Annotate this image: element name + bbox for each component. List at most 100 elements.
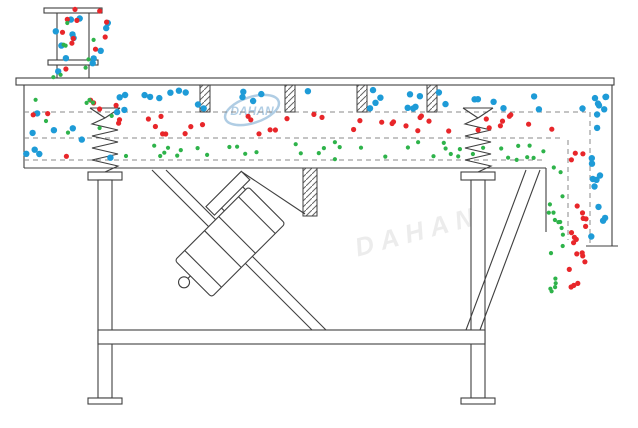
particle	[531, 155, 536, 160]
watermark-brand-text: DAHAN	[230, 104, 274, 118]
particle	[490, 98, 497, 106]
particle	[579, 210, 586, 216]
brace-right-inner	[465, 169, 527, 331]
particle	[145, 116, 151, 122]
particle	[591, 183, 598, 190]
particle	[123, 153, 129, 159]
particle-group-inlet-zone-large	[23, 108, 121, 161]
particle-group-discharge-medium	[566, 150, 589, 290]
right-spring-base	[460, 171, 496, 181]
particle	[506, 155, 511, 160]
particle	[36, 150, 43, 158]
particle	[116, 94, 123, 101]
particle	[72, 6, 78, 12]
particle	[446, 128, 452, 134]
motor-mount-strut	[241, 171, 306, 215]
particle	[588, 233, 595, 240]
particle	[104, 19, 110, 25]
particle	[571, 282, 577, 288]
particle	[70, 35, 76, 42]
particle	[337, 145, 342, 150]
particle	[84, 100, 89, 105]
particle	[64, 16, 70, 22]
particle	[86, 57, 91, 62]
particle	[235, 144, 240, 149]
particle	[416, 140, 421, 145]
particle	[366, 105, 374, 112]
particle	[486, 125, 492, 131]
particle	[435, 89, 443, 96]
particle	[194, 101, 202, 108]
particle	[103, 24, 110, 32]
foot-right	[460, 397, 496, 405]
left-spring-base	[87, 171, 123, 181]
particle	[141, 91, 148, 99]
particle	[441, 140, 446, 145]
particle	[541, 149, 546, 154]
particle	[593, 111, 601, 118]
watermark-logo: DAHAN	[223, 93, 281, 127]
particle	[499, 118, 506, 124]
particle	[116, 117, 123, 123]
leg-left	[97, 179, 113, 399]
particle	[52, 28, 59, 35]
particle	[412, 103, 419, 111]
particle	[182, 131, 188, 137]
particle	[457, 147, 462, 152]
right-spring-mount	[462, 107, 494, 119]
motor-endcap-right	[238, 196, 276, 234]
particle	[254, 150, 259, 155]
particle	[601, 106, 608, 113]
watermark-swoosh	[223, 93, 281, 127]
particle	[167, 89, 174, 96]
particle	[23, 150, 30, 157]
left-spring	[87, 107, 123, 181]
particle	[580, 151, 586, 157]
particle	[175, 87, 183, 94]
particle	[156, 94, 163, 102]
rib-2	[284, 84, 296, 113]
particle	[91, 37, 96, 43]
particle	[443, 146, 448, 151]
particle	[249, 97, 257, 105]
particle	[227, 144, 232, 150]
particle	[553, 285, 558, 290]
particle	[579, 105, 586, 112]
motor-endcap-left	[184, 250, 222, 288]
particle	[551, 210, 556, 215]
particle	[571, 234, 578, 240]
motor-divider-2	[218, 216, 256, 254]
particle	[403, 123, 409, 129]
particle	[311, 111, 317, 117]
support-ribs	[199, 84, 438, 113]
right-spring-coil	[463, 117, 493, 173]
particle	[546, 210, 551, 215]
particle	[33, 97, 38, 102]
particle	[43, 118, 49, 124]
particle	[579, 250, 585, 256]
particle	[549, 126, 555, 132]
particle	[258, 90, 265, 98]
particle	[78, 136, 86, 143]
particle	[102, 34, 108, 40]
particle	[113, 108, 121, 116]
particle	[560, 243, 565, 249]
particle	[372, 99, 379, 107]
particle	[566, 266, 572, 272]
particle	[530, 93, 538, 100]
particle	[83, 65, 88, 70]
discharge-chutes	[545, 112, 618, 247]
motor-mount-plate	[205, 170, 251, 216]
motor-divider-1	[204, 230, 242, 268]
particle	[514, 157, 519, 162]
particle	[89, 60, 96, 67]
particle	[97, 8, 103, 14]
particle	[526, 121, 532, 127]
particle	[90, 100, 95, 105]
particle	[572, 150, 578, 156]
particle	[63, 43, 68, 48]
particle	[205, 152, 210, 157]
particle	[239, 93, 246, 101]
